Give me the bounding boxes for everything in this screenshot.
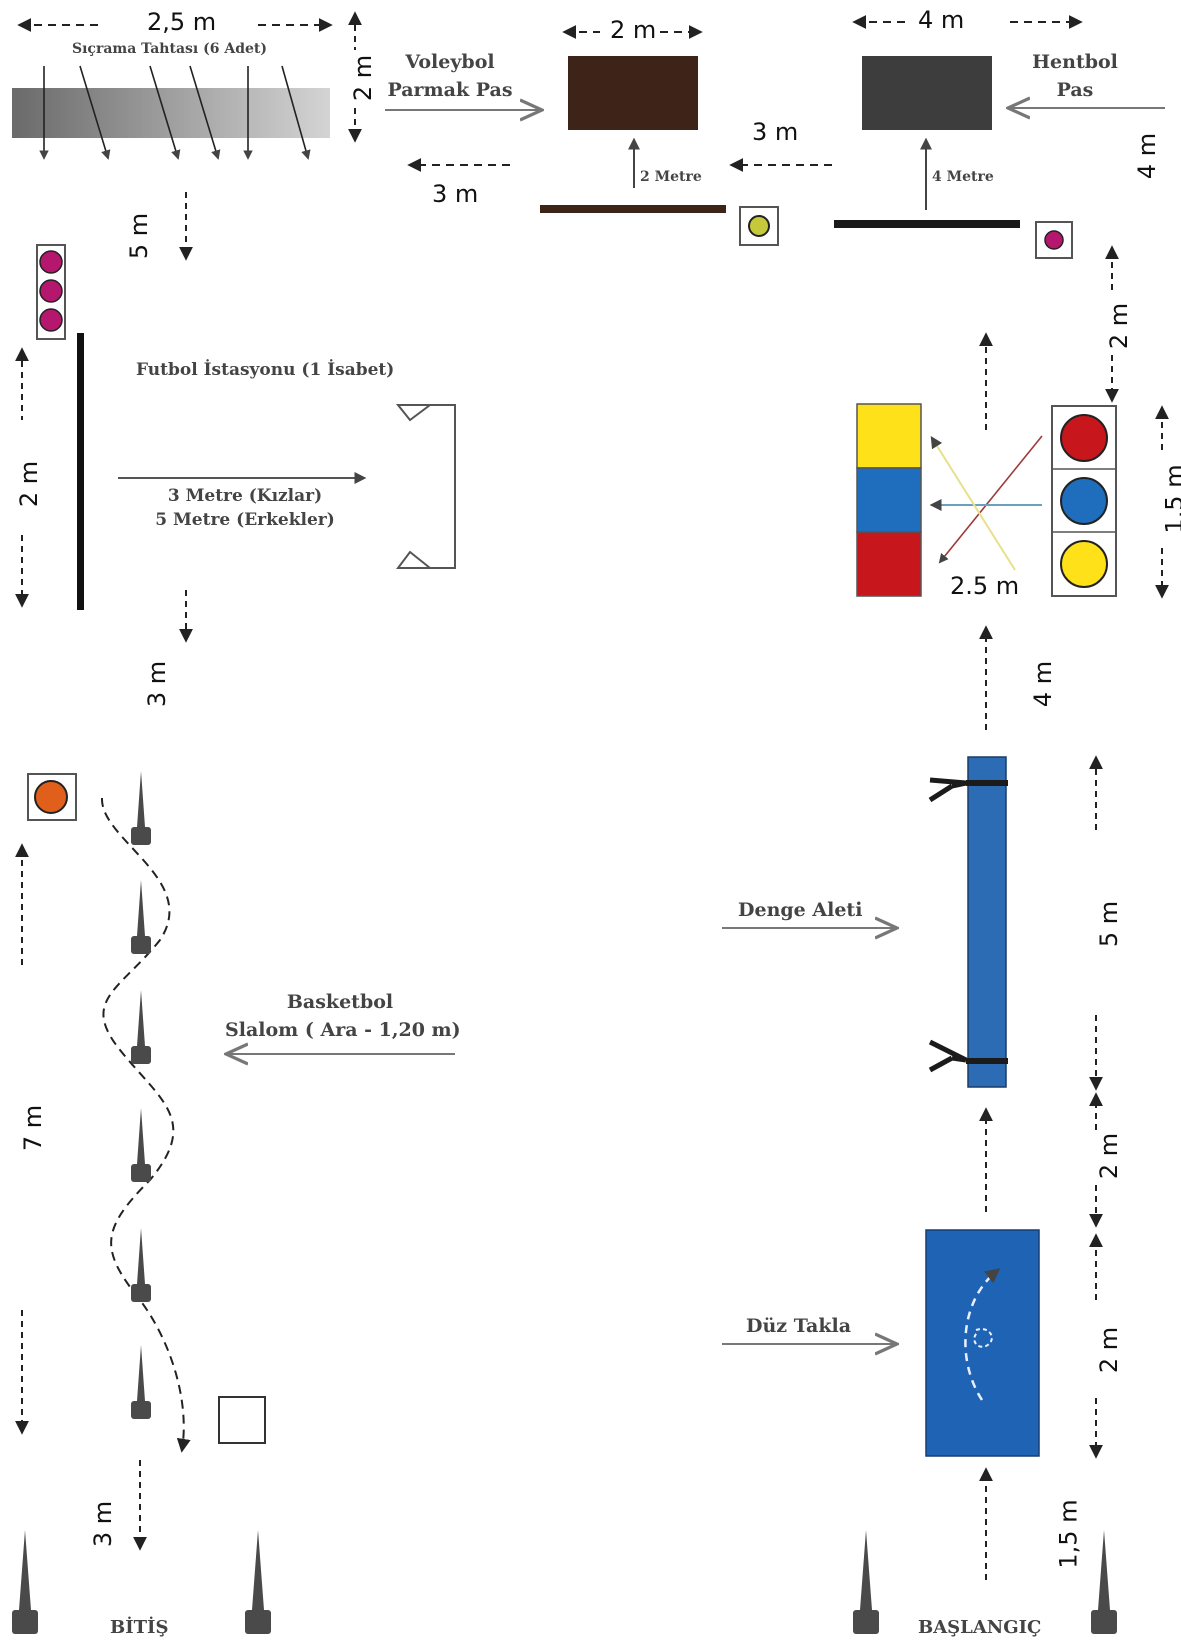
volleyball-label-line1: Voleybol: [405, 51, 495, 73]
football-girls-label: 3 Metre (Kızlar): [167, 486, 323, 506]
cone-icon: [12, 1530, 38, 1634]
measure-gap-2m-text: 2 m: [1095, 1132, 1124, 1180]
tumbling-mat: [925, 1229, 1040, 1457]
cone-icon: [131, 880, 151, 954]
hurdle-icon: [928, 1039, 968, 1073]
measure-3m-left-text: 3 m: [432, 180, 479, 208]
measure-start-1-5m-text: 1,5 m: [1054, 1499, 1083, 1569]
ball-icon: [34, 780, 68, 814]
color-station: [856, 403, 1117, 597]
measure-5m-text: 5 m: [125, 212, 154, 260]
measure-futbol-2m-text: 2 m: [15, 460, 44, 508]
measure-jump-2m-text: 2 m: [349, 54, 378, 102]
measure-futbol-3m-text: 3 m: [143, 660, 172, 708]
start-label: BAŞLANGIÇ: [918, 1617, 1042, 1638]
football-label: Futbol İstasyonu (1 İsabet): [136, 360, 395, 380]
tumbling-label: Düz Takla: [746, 1315, 852, 1337]
handball-station: [834, 56, 1073, 259]
measure-right-2m-text: 2 m: [1105, 302, 1134, 350]
cone-icon: [131, 1228, 151, 1302]
hent-4metre-label: 4 Metre: [932, 169, 994, 185]
measure-hent-side-4m-text: 4 m: [1133, 132, 1162, 180]
basketball-label-line2: Slalom ( Ara - 1,20 m): [225, 1019, 461, 1041]
measure-top-2-5m-text: 2,5 m: [147, 8, 217, 36]
measure-denge-5m-text: 5 m: [1095, 900, 1124, 948]
football-station: [36, 244, 456, 610]
volley-2metre-label: 2 Metre: [640, 169, 702, 185]
goal-icon: [395, 404, 456, 569]
measure-color-1-5m-text: 1,5 m: [1160, 464, 1181, 534]
balance-beam: [928, 756, 1008, 1088]
measure-volley-2m-text: 2 m: [610, 16, 657, 44]
measure-hent-4m-text: 4 m: [918, 6, 965, 34]
cone-icon: [131, 990, 151, 1064]
cone-icon: [1091, 1530, 1117, 1634]
jump-board-label: Sıçrama Tahtası (6 Adet): [72, 41, 267, 57]
jump-board: [12, 65, 330, 160]
basketball-station: [27, 773, 266, 1453]
measure-finish-3m-text: 3 m: [89, 1500, 118, 1548]
measure-3m-mid-text: 3 m: [752, 118, 799, 146]
volleyball-label-line2: Parmak Pas: [387, 79, 513, 101]
measure-color-2-5m-text: 2.5 m: [950, 572, 1020, 600]
measure-takla-2m-text: 2 m: [1095, 1326, 1124, 1374]
cone-icon: [131, 1345, 151, 1419]
cone-icon: [245, 1530, 271, 1634]
cone-group: [12, 771, 1117, 1634]
measure-slalom-7m-text: 7 m: [19, 1104, 48, 1152]
measure-denge-4m-text: 4 m: [1029, 660, 1058, 708]
balance-label: Denge Aleti: [738, 899, 863, 921]
cone-icon: [131, 771, 151, 845]
finish-label: BİTİŞ: [110, 1617, 169, 1638]
football-boys-label: 5 Metre (Erkekler): [155, 510, 335, 530]
cone-icon: [131, 1108, 151, 1182]
handball-label-line2: Pas: [1056, 79, 1094, 101]
basketball-label-line1: Basketbol: [286, 991, 394, 1013]
cone-icon: [853, 1530, 879, 1634]
hurdle-icon: [928, 777, 967, 803]
volleyball-station: [540, 56, 779, 246]
handball-label-line1: Hentbol: [1032, 51, 1118, 73]
